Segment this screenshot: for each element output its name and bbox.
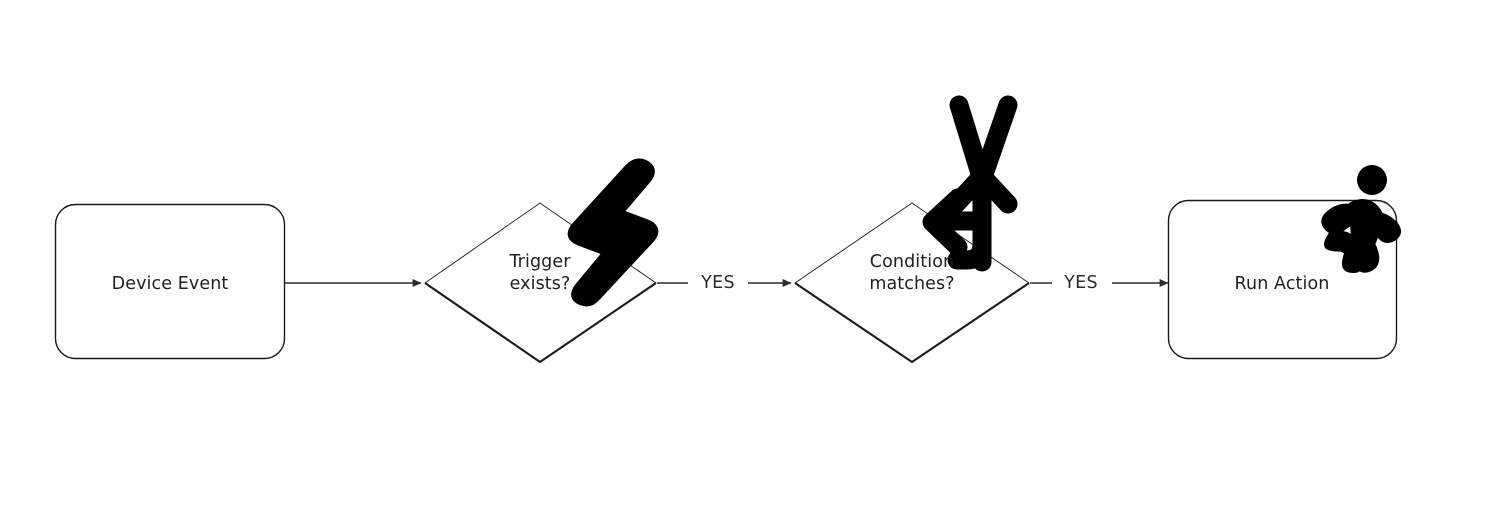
edge-label-yes-trigger: YES — [701, 273, 735, 293]
branch-arrow-icon — [922, 95, 1018, 272]
lightning-bolt-icon — [567, 158, 659, 307]
node-device-event[interactable] — [54, 203, 286, 360]
node-condition-matches[interactable] — [794, 202, 1030, 364]
running-person-icon — [1321, 165, 1401, 273]
edge-label-yes-condition: YES — [1064, 273, 1098, 293]
